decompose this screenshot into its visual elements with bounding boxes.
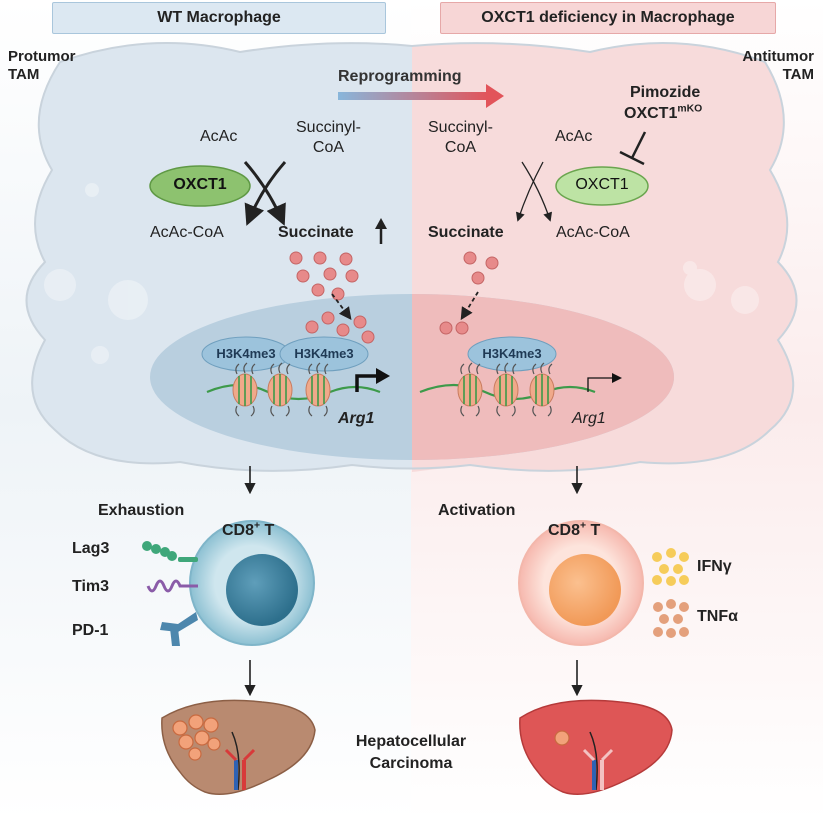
oxct1-mko-base: OXCT1 — [624, 105, 678, 122]
macrophage-outline — [25, 42, 798, 472]
right-cd8-sup: + — [580, 520, 587, 532]
left-succinyl-coa-label: Succinyl- CoA — [296, 118, 361, 158]
right-t-cell-nucleus — [549, 554, 621, 626]
antitumor-text: Antitumor — [742, 48, 814, 65]
right-succinyl-coa-label: Succinyl- CoA — [428, 118, 493, 158]
oxct1-mko-sup: mKO — [677, 103, 703, 115]
succinate-up-arrow — [375, 218, 387, 244]
pd1-receptor — [160, 612, 198, 646]
right-transcription-arrow — [587, 373, 622, 392]
ko-header-text: OXCT1 deficiency in Macrophage — [481, 9, 735, 26]
left-cd8-tail: T — [260, 522, 275, 539]
right-oxct1-enzyme — [555, 166, 649, 206]
ifng-dots — [652, 548, 689, 586]
left-acac-label: AcAc — [200, 128, 238, 145]
tam-text-left: TAM — [8, 66, 40, 83]
right-succinate-dots — [439, 251, 499, 335]
pimozide-label: Pimozide — [630, 84, 701, 101]
left-h3k4me3-label-2: H3K4me3 — [294, 346, 354, 361]
left-transcription-arrow — [355, 368, 390, 392]
tim3-receptor — [146, 579, 198, 593]
left-cd8-sup: + — [254, 520, 261, 532]
left-acac-coa-label: AcAc-CoA — [150, 224, 224, 241]
left-arg1-gene: Arg1 — [338, 410, 375, 427]
left-t-cell-nucleus — [226, 554, 298, 626]
antitumor-tam-label: Antitumor TAM — [722, 48, 814, 84]
left-dashed-arrow — [331, 293, 352, 321]
left-succinate-label: Succinate — [278, 224, 354, 241]
oxct1-mko-label: OXCT1mKO — [624, 103, 703, 123]
right-succinyl-text: Succinyl- — [428, 119, 493, 136]
wt-header-text: WT Macrophage — [157, 9, 281, 26]
right-h3k4me3-label: H3K4me3 — [482, 346, 542, 361]
right-acac-coa-label: AcAc-CoA — [556, 224, 630, 241]
inhibition-symbol — [619, 131, 647, 166]
right-h3k4me3-bubble — [467, 336, 557, 372]
left-succinyl-text: Succinyl- — [296, 119, 361, 136]
left-h3k4me3-bubble-2 — [279, 336, 369, 372]
tam-text-right: TAM — [782, 66, 814, 83]
right-cd8-label: CD8+ T — [548, 520, 601, 540]
left-h3k4me3-label-1: H3K4me3 — [216, 346, 276, 361]
activation-label: Activation — [438, 502, 516, 519]
right-acac-label: AcAc — [555, 128, 593, 145]
tim3-label: Tim3 — [72, 578, 110, 595]
hcc-line-2: Carcinoma — [369, 755, 453, 772]
cell-vesicles — [44, 183, 759, 364]
protumor-tam-label: Protumor TAM — [8, 48, 76, 84]
pd1-label: PD-1 — [72, 622, 109, 639]
tnfa-label: TNFα — [697, 608, 738, 625]
hcc-label: Hepatocellular Carcinoma — [338, 731, 484, 775]
left-succinate-dots — [289, 251, 375, 344]
reprogramming-arrow — [338, 84, 504, 108]
lag3-label: Lag3 — [72, 540, 110, 557]
reprogramming-label: Reprogramming — [338, 68, 462, 85]
right-oxct1-label: OXCT1 — [575, 176, 629, 193]
protumor-text: Protumor — [8, 48, 76, 65]
left-oxct1-enzyme — [149, 165, 251, 207]
tnfa-dots — [653, 599, 689, 638]
lag3-receptor — [142, 541, 198, 562]
left-cd8-label: CD8+ T — [222, 520, 275, 540]
ifng-label: IFNγ — [697, 558, 732, 575]
oxct1-deficiency-header: OXCT1 deficiency in Macrophage — [440, 2, 776, 34]
hcc-line-1: Hepatocellular — [355, 733, 467, 750]
right-cd8-base: CD8 — [548, 522, 581, 539]
left-cd8-base: CD8 — [222, 522, 255, 539]
left-coa-text: CoA — [312, 139, 345, 156]
right-nucleosomes — [457, 362, 555, 417]
left-oxct1-label: OXCT1 — [173, 176, 227, 193]
left-nucleosomes — [232, 362, 331, 417]
right-coa-text: CoA — [444, 139, 477, 156]
right-succinate-label: Succinate — [428, 224, 504, 241]
right-liver-healthy — [519, 699, 673, 795]
wt-macrophage-header: WT Macrophage — [52, 2, 386, 34]
right-cd8-tail: T — [586, 522, 601, 539]
flow-arrows — [244, 466, 583, 697]
exhaustion-label: Exhaustion — [98, 502, 185, 519]
right-reaction-arrows — [515, 161, 553, 222]
left-liver-tumor — [161, 699, 316, 795]
right-arg1-gene: Arg1 — [572, 410, 606, 427]
left-reaction-arrows — [243, 161, 287, 226]
right-dashed-arrow — [460, 291, 479, 321]
